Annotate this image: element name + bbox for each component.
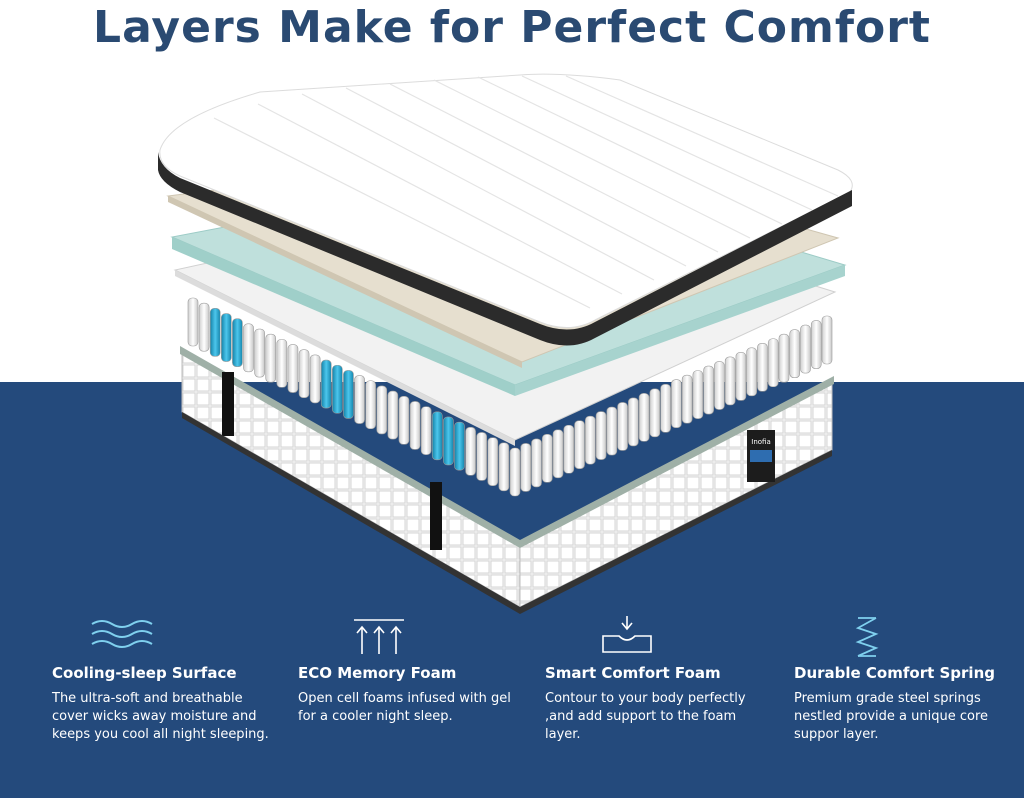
feature-durable-spring: Durable Comfort Spring Premium grade ste…: [794, 612, 1014, 744]
pocket-coil: [232, 318, 243, 367]
pocket-coil: [703, 365, 714, 415]
pocket-coil: [198, 302, 210, 352]
pocket-coil: [409, 401, 421, 450]
pocket-coil: [298, 349, 310, 399]
pocket-coil: [789, 329, 801, 378]
top-cover-layer: [158, 73, 853, 346]
pocket-coil: [778, 333, 790, 383]
waves-icon: [91, 620, 153, 648]
pocket-coil: [821, 315, 833, 365]
page-title: Layers Make for Perfect Comfort: [93, 2, 931, 53]
pocket-coil: [187, 297, 199, 347]
pocket-coil: [800, 324, 811, 374]
feature-description: Premium grade steel springs nestled prov…: [794, 691, 989, 742]
pocket-coil: [692, 370, 704, 419]
feature-description: The ultra-soft and breathable cover wick…: [52, 691, 269, 742]
pocket-coil: [465, 427, 476, 476]
pocket-coil: [724, 356, 736, 406]
pocket-coil: [595, 411, 607, 460]
pocket-coil-layer: [187, 297, 833, 497]
pocket-coil: [767, 338, 779, 388]
pocket-coil: [387, 390, 399, 440]
pocket-coil: [287, 344, 299, 393]
mattress-layers-illustration: Inofia: [158, 73, 853, 614]
pocket-coil: [420, 406, 432, 455]
feature-cooling-surface: Cooling-sleep Surface The ultra-soft and…: [52, 612, 272, 744]
pocket-coil: [660, 383, 671, 433]
pocket-coil: [498, 442, 510, 492]
spring-icon: [855, 617, 879, 657]
pocket-coil: [431, 411, 443, 461]
handle-strap-center: [430, 482, 442, 550]
pocket-coil: [585, 415, 596, 465]
brand-label: Inofia: [747, 430, 775, 482]
feature-description: Open cell foams infused with gel for a c…: [298, 691, 511, 724]
feature-title: Smart Comfort Foam: [545, 664, 721, 682]
handle-strap-left: [222, 372, 234, 436]
pocket-coil: [563, 424, 575, 474]
pocket-coil: [398, 395, 410, 445]
pocket-coil: [354, 375, 365, 424]
pocket-coil: [649, 388, 661, 438]
mattress-base: Inofia: [180, 346, 834, 614]
pocket-coil: [320, 359, 332, 409]
pocket-coil: [735, 352, 747, 401]
pocket-coil: [638, 393, 650, 442]
arrows-up-icon: [354, 619, 404, 654]
pocket-coil: [681, 374, 693, 424]
pocket-coil: [476, 432, 487, 481]
pocket-coil: [243, 323, 254, 373]
brand-label-text: Inofia: [751, 438, 770, 446]
pocket-coil: [617, 402, 628, 451]
pocket-coil: [552, 429, 564, 479]
pocket-coil: [209, 308, 221, 357]
feature-smart-comfort-foam: Smart Comfort Foam Contour to your body …: [545, 612, 765, 744]
pocket-coil: [265, 333, 277, 383]
pocket-coil: [454, 421, 465, 471]
feature-title: Durable Comfort Spring: [794, 664, 995, 682]
foam-press-icon: [602, 616, 652, 653]
pocket-coil: [628, 397, 639, 447]
feature-title: ECO Memory Foam: [298, 664, 457, 682]
pocket-coil: [365, 380, 376, 430]
pocket-coil: [443, 416, 454, 466]
feature-eco-memory-foam: ECO Memory Foam Open cell foams infused …: [298, 612, 518, 726]
pocket-coil: [487, 437, 499, 486]
pocket-coil: [221, 313, 232, 362]
feature-description: Contour to your body perfectly ,and add …: [545, 691, 746, 742]
feature-title: Cooling-sleep Surface: [52, 664, 237, 682]
pocket-coil: [343, 370, 354, 419]
pocket-coil: [509, 447, 521, 497]
pocket-coil: [541, 434, 553, 483]
pocket-coil: [671, 379, 682, 429]
pocket-coil: [254, 328, 265, 378]
pocket-coil: [606, 406, 618, 456]
pocket-coil: [810, 320, 822, 369]
pocket-coil: [531, 438, 542, 488]
pocket-coil: [574, 420, 585, 469]
pocket-coil: [376, 385, 388, 435]
pocket-coil: [332, 364, 343, 414]
pocket-coil: [520, 443, 532, 492]
pocket-coil: [714, 361, 725, 410]
pocket-coil: [757, 343, 768, 392]
pocket-coil: [309, 354, 321, 404]
pocket-coil: [746, 347, 757, 397]
pocket-coil: [276, 339, 288, 388]
